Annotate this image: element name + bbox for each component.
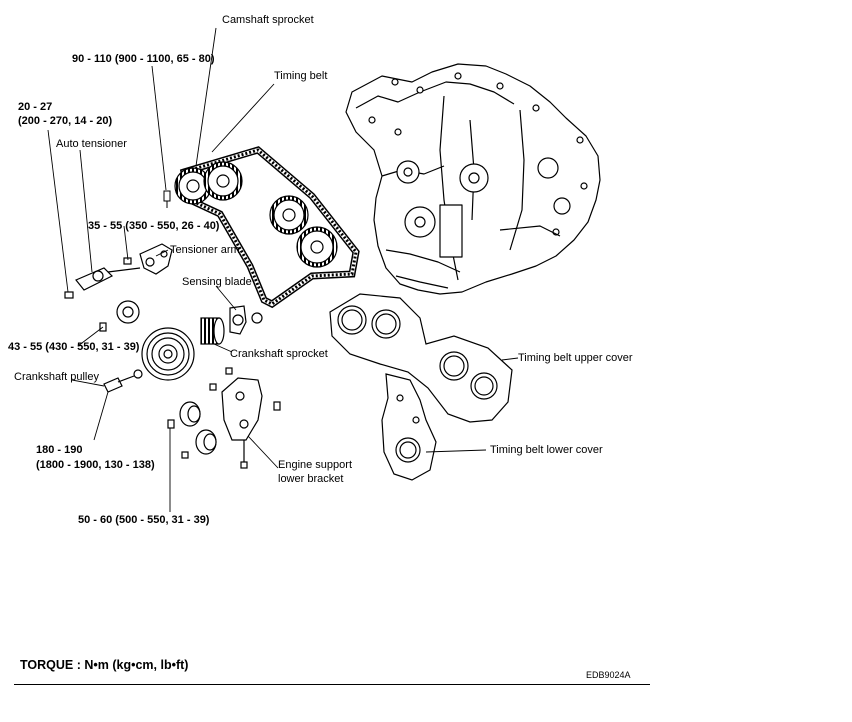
label-timing-belt-upper-cover: Timing belt upper cover bbox=[518, 352, 633, 364]
label-engine-support-line2: lower bracket bbox=[278, 473, 344, 485]
camshaft-sprocket bbox=[174, 161, 338, 268]
label-timing-belt-lower-cover: Timing belt lower cover bbox=[490, 444, 603, 456]
timing-belt-lower-cover bbox=[381, 373, 437, 481]
auto-tensioner bbox=[64, 267, 141, 299]
torque-unit-note: TORQUE : N•m (kg•cm, lb•ft) bbox=[20, 658, 189, 672]
label-torque-tensioner-line1: 20 - 27 bbox=[18, 101, 53, 113]
label-torque-idler: 43 - 55 (430 - 550, 31 - 39) bbox=[8, 341, 140, 353]
label-engine-support-line1: Engine support bbox=[278, 459, 352, 471]
label-torque-tensioner-line2: (200 - 270, 14 - 20) bbox=[18, 115, 113, 127]
label-timing-belt: Timing belt bbox=[274, 70, 328, 82]
label-sensing-blade: Sensing blade bbox=[182, 276, 252, 288]
idler-pulley bbox=[99, 300, 140, 332]
crankshaft-sprocket bbox=[200, 317, 225, 345]
label-camshaft-sprocket: Camshaft sprocket bbox=[222, 14, 314, 26]
label-auto-tensioner: Auto tensioner bbox=[56, 138, 127, 150]
footer-rule bbox=[14, 684, 650, 685]
engine-block bbox=[345, 63, 601, 295]
label-torque-arm: 35 - 55 (350 - 550, 26 - 40) bbox=[88, 220, 220, 232]
label-torque-bracket: 50 - 60 (500 - 550, 31 - 39) bbox=[78, 514, 210, 526]
leader-lines bbox=[47, 27, 519, 512]
engine-support-bracket bbox=[181, 367, 281, 469]
crankshaft-pulley bbox=[141, 327, 195, 381]
sensing-blade bbox=[229, 305, 263, 335]
idler-rollers bbox=[167, 401, 217, 455]
timing-belt bbox=[179, 146, 360, 309]
label-torque-crank-line2: (1800 - 1900, 130 - 138) bbox=[36, 459, 155, 471]
figure-code: EDB9024A bbox=[586, 670, 631, 680]
label-tensioner-arm: Tensioner arm bbox=[170, 244, 240, 256]
label-torque-crank-line1: 180 - 190 bbox=[36, 444, 83, 456]
crankshaft-bolt bbox=[103, 369, 143, 393]
timing-belt-upper-cover bbox=[329, 293, 513, 423]
label-crankshaft-pulley: Crankshaft pulley bbox=[14, 371, 99, 383]
camshaft-bolt bbox=[163, 190, 171, 208]
label-torque-camshaft: 90 - 110 (900 - 1100, 65 - 80) bbox=[72, 53, 215, 65]
label-crankshaft-sprocket: Crankshaft sprocket bbox=[230, 348, 328, 360]
